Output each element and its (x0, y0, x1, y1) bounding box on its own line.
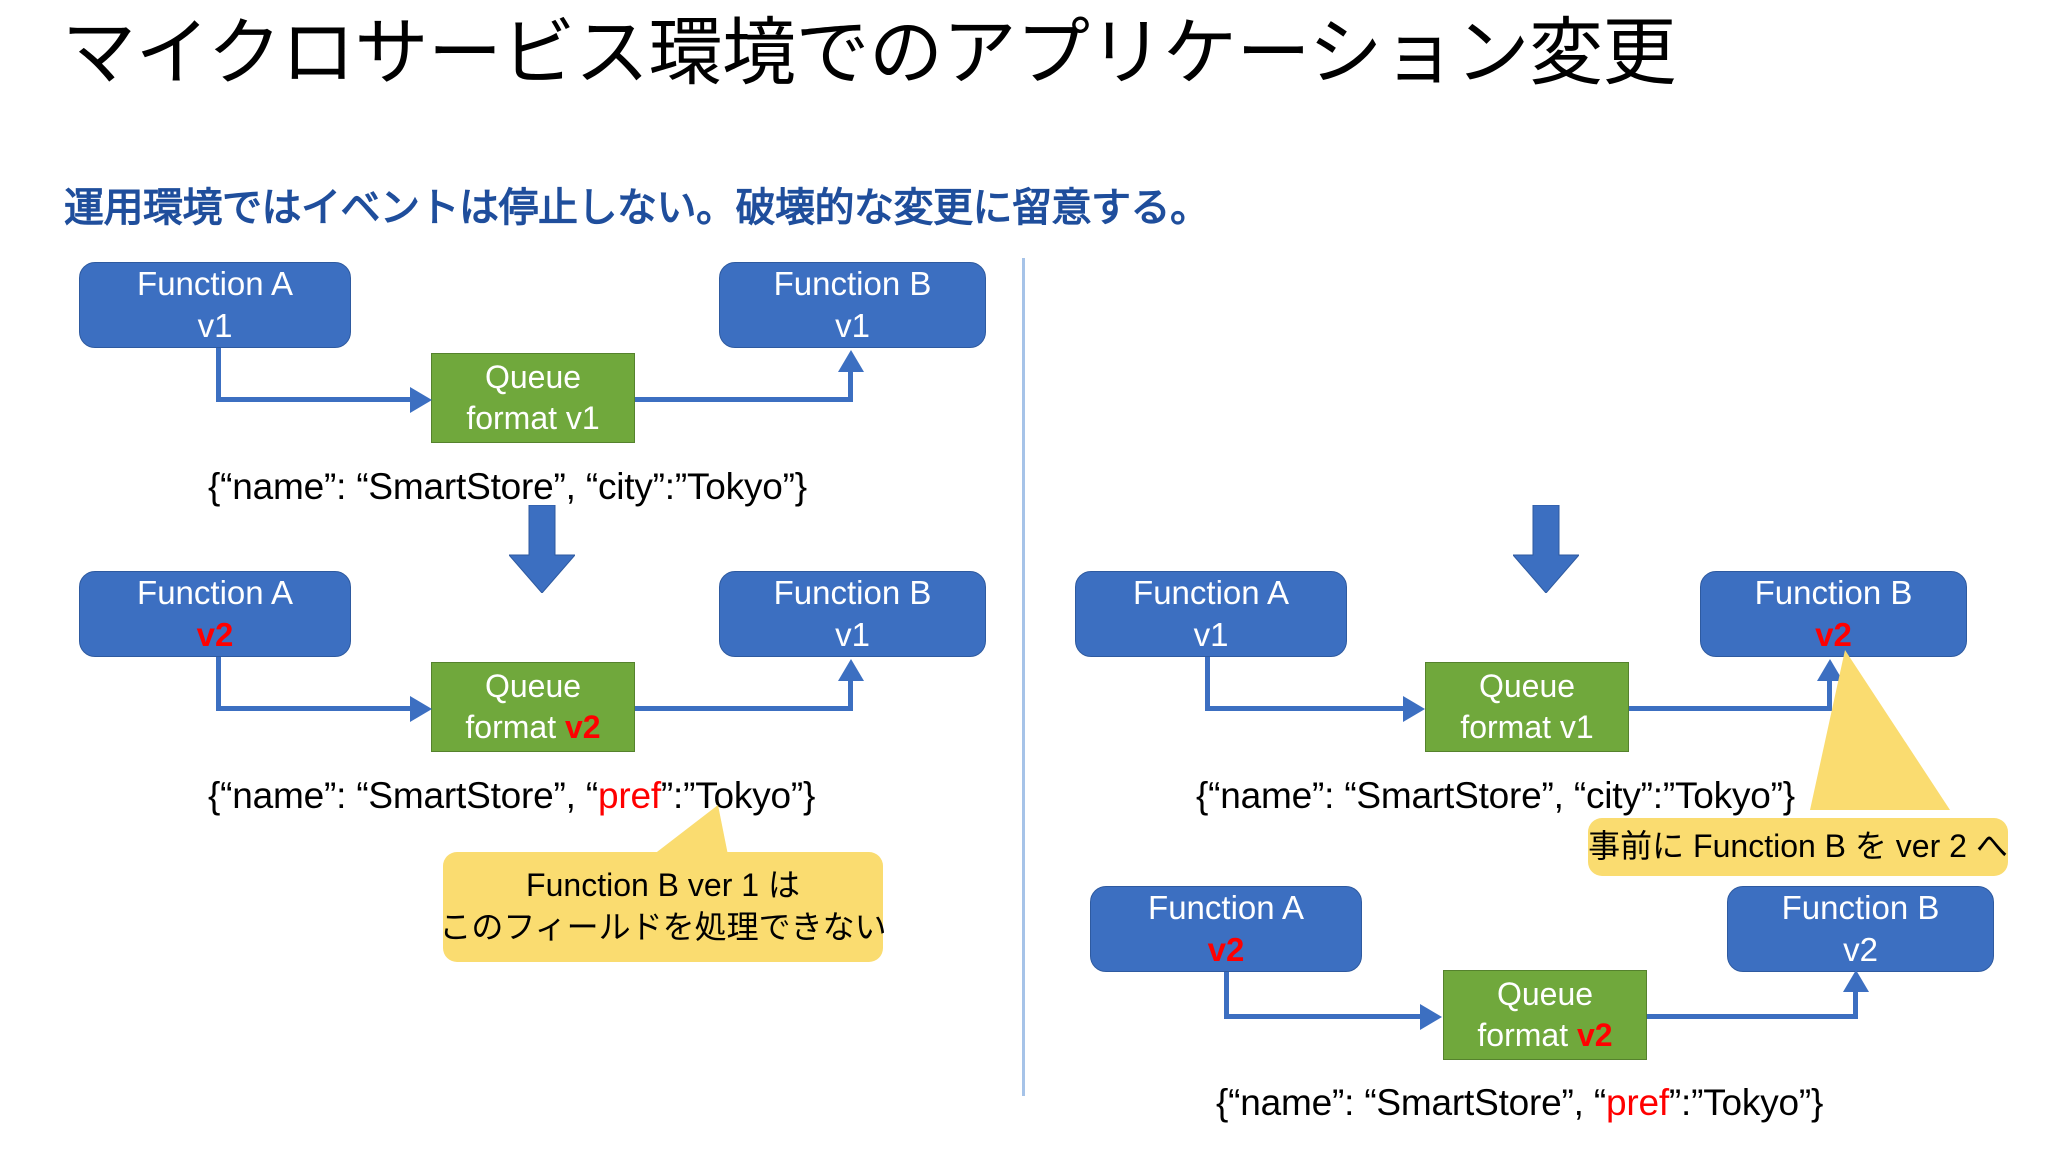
left-transition-down-arrow (509, 505, 575, 593)
payload-suffix: ”:”Tokyo”} (660, 775, 816, 816)
right-row1-queue-node: Queue format v1 (1425, 662, 1629, 752)
right-row2-queue-node: Queue format v2 (1443, 970, 1647, 1060)
left-row1-payload-caption: {“name”: “SmartStore”, “city”:”Tokyo”} (208, 466, 807, 508)
right-transition-down-arrow (1513, 505, 1579, 593)
queue-format-line: format v2 (1477, 1015, 1612, 1056)
payload-prefix: {“name”: “SmartStore”, “ (1196, 775, 1586, 816)
node-version: v1 (835, 616, 870, 653)
right-callout-tail (1810, 650, 1950, 810)
queue-label: Queue (484, 668, 582, 705)
node-label: Function A (1148, 889, 1304, 927)
node-version: v1 (835, 307, 870, 344)
queue-version: v1 (565, 400, 600, 436)
payload-key: city (1585, 775, 1641, 816)
left-callout-tail (640, 805, 730, 865)
callout-line-2: このフィールドを処理できない (439, 909, 887, 945)
payload-key: city (597, 466, 653, 507)
left-row2-consumer-node: Function B v1 (719, 571, 986, 657)
payload-prefix: {“name”: “SmartStore”, “ (1216, 1082, 1606, 1123)
node-label: Function A (137, 265, 293, 303)
left-row1-queue-node: Queue format v1 (431, 353, 635, 443)
right-callout: 事前に Function B を ver 2 へ (1588, 818, 2008, 876)
right-row2-consumer-node: Function B v2 (1727, 886, 1994, 972)
right-row2-payload-caption: {“name”: “SmartStore”, “pref”:”Tokyo”} (1216, 1082, 1823, 1124)
queue-format-label: format (1460, 709, 1551, 745)
queue-format-line: format v1 (466, 398, 599, 439)
node-version: v2 (196, 616, 234, 653)
queue-label: Queue (1478, 668, 1576, 705)
left-row2-producer-node: Function A v2 (79, 571, 351, 657)
right-row2-producer-node: Function A v2 (1090, 886, 1362, 972)
queue-version: v1 (1559, 709, 1594, 745)
node-label: Function A (1133, 574, 1289, 612)
payload-key: pref (597, 775, 661, 816)
payload-suffix: ”:”Tokyo”} (1668, 1082, 1824, 1123)
node-label: Function B (773, 265, 932, 303)
payload-suffix: ”:”Tokyo”} (1640, 775, 1795, 816)
page-subtitle: 運用環境ではイベントは停止しない。破壊的な変更に留意する。 (64, 186, 1210, 230)
callout-line-1: 事前に Function B を ver 2 へ (1588, 828, 2008, 865)
queue-label: Queue (1496, 976, 1594, 1013)
right-row1-consumer-node: Function B v2 (1700, 571, 1967, 657)
queue-format-label: format (1477, 1017, 1569, 1053)
page-title: マイクロサービス環境でのアプリケーション変更 (62, 11, 1677, 94)
left-row1-consumer-node: Function B v1 (719, 262, 986, 348)
node-version: v2 (1207, 931, 1245, 968)
node-label: Function B (1754, 574, 1913, 612)
left-row2-queue-node: Queue format v2 (431, 662, 635, 752)
queue-format-label: format (465, 709, 557, 745)
node-label: Function B (773, 574, 932, 612)
node-version: v1 (197, 307, 233, 344)
queue-version: v2 (564, 709, 601, 745)
queue-format-label: format (466, 400, 557, 436)
payload-prefix: {“name”: “SmartStore”, “ (208, 466, 598, 507)
right-row1-payload-caption: {“name”: “SmartStore”, “city”:”Tokyo”} (1196, 775, 1795, 817)
node-version: v2 (1843, 931, 1878, 968)
node-version: v2 (1815, 616, 1852, 653)
panel-divider (1022, 258, 1025, 1096)
payload-key: pref (1605, 1082, 1669, 1123)
queue-label: Queue (484, 359, 582, 396)
node-label: Function A (137, 574, 293, 612)
callout-line-1: Function B ver 1 は (526, 867, 800, 904)
payload-suffix: ”:”Tokyo”} (652, 466, 807, 507)
queue-format-line: format v2 (465, 707, 600, 748)
right-row1-producer-node: Function A v1 (1075, 571, 1347, 657)
node-version: v1 (1193, 616, 1229, 653)
queue-version: v2 (1576, 1017, 1613, 1053)
queue-format-line: format v1 (1460, 707, 1593, 748)
node-label: Function B (1781, 889, 1940, 927)
left-row2-payload-caption: {“name”: “SmartStore”, “pref”:”Tokyo”} (208, 775, 815, 817)
payload-prefix: {“name”: “SmartStore”, “ (208, 775, 598, 816)
left-callout: Function B ver 1 は このフィールドを処理できない (439, 852, 887, 962)
left-row1-producer-node: Function A v1 (79, 262, 351, 348)
